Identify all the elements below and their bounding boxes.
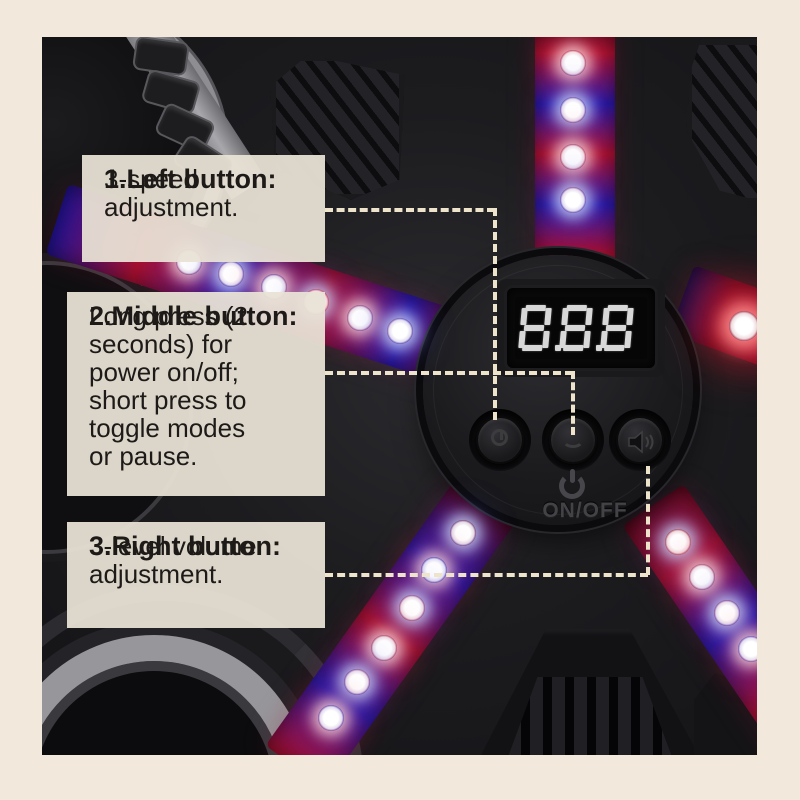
led-glow-dot xyxy=(729,311,757,341)
connector-middle-vertical xyxy=(571,371,575,435)
connector-left-horizontal xyxy=(325,208,495,212)
power-icon xyxy=(558,469,586,499)
led-glow-dot xyxy=(218,261,244,287)
led-glow-dot xyxy=(318,705,344,731)
led-glow-dot xyxy=(347,305,373,331)
speed-icon xyxy=(491,429,508,446)
mode-icon xyxy=(562,432,584,448)
led-glow-dot xyxy=(399,595,425,621)
ridged-pad-top-right xyxy=(686,39,757,204)
volume-icon xyxy=(628,430,654,454)
connector-right-vertical xyxy=(646,466,650,575)
led-glow-dot xyxy=(344,669,370,695)
annotation-title: 3.Right button: xyxy=(89,531,281,561)
annotation-body: Long press (2 seconds) for power on/off;… xyxy=(89,301,248,471)
display-digit xyxy=(518,305,552,351)
on-off-label: ON/OFF xyxy=(542,499,628,522)
decimal-point xyxy=(555,345,561,351)
speaker-housing xyxy=(480,629,700,755)
decimal-point xyxy=(596,345,602,351)
product-photo: ON/OFF 1.Left button: 3-speed adjustment… xyxy=(42,37,757,755)
annotation-body: 3-speed adjustment. xyxy=(104,164,239,222)
led-glow-dot xyxy=(738,636,757,662)
led-glow-dot xyxy=(560,50,586,76)
annotation-right-button: 3.Right button: 3-level volume adjustmen… xyxy=(67,522,325,628)
connector-right-horizontal xyxy=(325,573,648,577)
led-glow-dot xyxy=(665,529,691,555)
display-digit xyxy=(559,305,593,351)
annotation-left-button: 1.Left button: 3-speed adjustment. xyxy=(82,155,325,262)
led-glow-dot xyxy=(560,187,586,213)
led-glow-dot xyxy=(560,144,586,170)
led-glow-dot xyxy=(387,318,413,344)
right-volume-button xyxy=(616,416,664,464)
led-glow-dot xyxy=(371,635,397,661)
led-glow-dot xyxy=(450,520,476,546)
hub-ring xyxy=(433,265,683,515)
led-glow-dot xyxy=(689,564,715,590)
display-digit xyxy=(600,305,634,351)
left-speed-button xyxy=(476,416,524,464)
led-glow-dot xyxy=(714,600,740,626)
led-glow-dot xyxy=(560,97,586,123)
digital-display xyxy=(507,288,655,368)
annotation-body: 3-level volume adjustment. xyxy=(89,531,257,589)
connector-left-vertical xyxy=(493,208,497,420)
annotation-title: 2.Middle button: xyxy=(89,301,298,331)
annotation-middle-button: 2.Middle button: Long press (2 seconds) … xyxy=(67,292,325,496)
led-glow-dot xyxy=(421,557,447,583)
speaker-grille xyxy=(508,677,672,755)
annotation-title: 1.Left button: xyxy=(104,164,277,194)
seven-segment-readout xyxy=(515,297,647,359)
connector-middle-horizontal xyxy=(325,371,573,375)
